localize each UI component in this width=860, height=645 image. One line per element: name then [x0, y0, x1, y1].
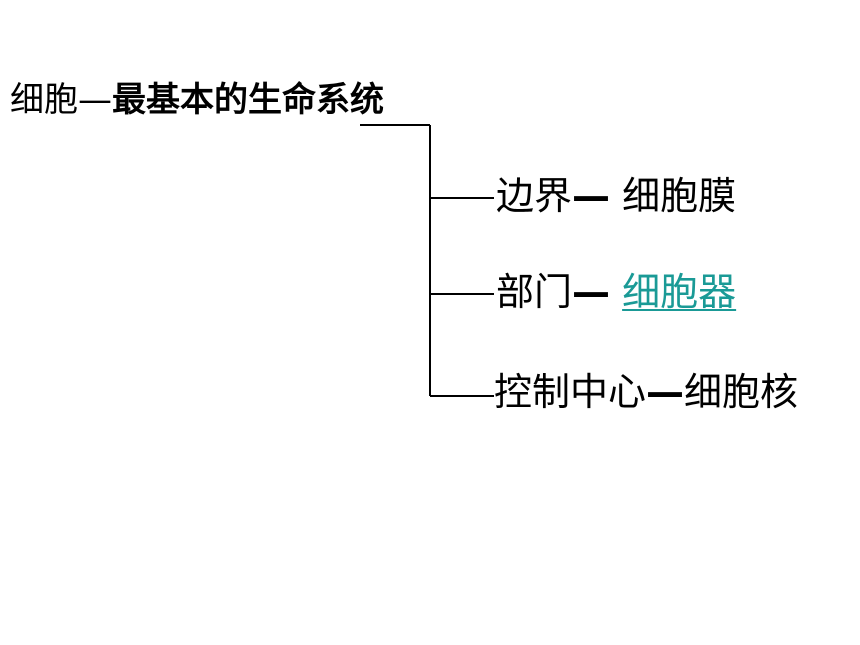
branch-value: 细胞核: [684, 370, 799, 414]
root-title: 细胞—最基本的生命系统: [10, 78, 384, 122]
root-title-separator: —: [78, 80, 112, 120]
branch-label: 控制中心: [494, 370, 647, 414]
root-title-rest: 最基本的生命系统: [112, 80, 384, 120]
branch-label: 边界: [496, 174, 573, 218]
branch-value: 细胞膜: [622, 174, 737, 218]
branch-label: 部门: [496, 270, 573, 314]
branch-boundary: 边界— 细胞膜: [496, 172, 736, 220]
branch-control-center: 控制中心—细胞核: [494, 368, 798, 416]
branch-department: 部门— 细胞器: [496, 268, 736, 316]
root-title-lead: 细胞: [10, 80, 78, 120]
branch-dash: —: [572, 270, 611, 314]
branch-dash: —: [646, 370, 685, 414]
branch-dash: —: [572, 174, 611, 218]
organelle-link[interactable]: 细胞器: [622, 270, 737, 314]
